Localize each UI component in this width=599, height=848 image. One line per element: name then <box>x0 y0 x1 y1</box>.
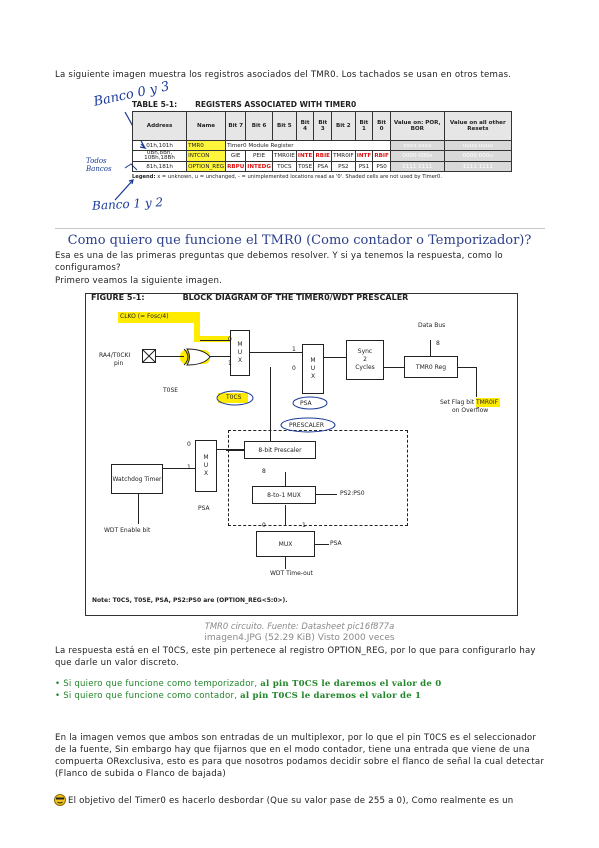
clko-label: CLKO (= Fosc/4) <box>120 313 169 320</box>
watchdog-timer: Watchdog Timer <box>111 464 163 494</box>
xor-gate <box>183 348 211 366</box>
prescaler-boundary <box>228 430 408 526</box>
figure-title: FIGURE 5-1:BLOCK DIAGRAM OF THE TIMER0/W… <box>91 293 409 302</box>
wire <box>204 449 270 450</box>
highlight-t0cs <box>218 393 248 403</box>
wdt-enable-label: WDT Enable bit <box>104 527 151 534</box>
mux-input-1: 1 <box>228 360 232 367</box>
paragraph-line: que darle un valor discreto. <box>55 658 179 668</box>
bus-width-label: 8 <box>436 340 440 347</box>
mux-t0cs: M U X <box>230 330 250 376</box>
data-bus-label: Data Bus <box>418 322 446 329</box>
paragraph-line: compuerta ORexclusiva, esto es para que … <box>55 757 545 767</box>
paragraph-line: configuramos? <box>55 263 121 273</box>
mux-input-1: 1 <box>292 346 296 353</box>
bullet-temporizador: • Si quiero que funcione como temporizad… <box>55 679 442 689</box>
paragraph-line: Esa es una de las primeras preguntas que… <box>55 251 503 261</box>
mux-input-1: 1 <box>302 522 306 529</box>
wire <box>270 367 271 449</box>
psa-label: PSA <box>330 540 342 547</box>
wire <box>285 557 286 569</box>
mux-psa: M U X <box>302 344 324 394</box>
figure-note: Note: T0CS, T0SE, PSA, PS2:PS0 are (OPTI… <box>92 597 288 604</box>
highlight-path <box>194 336 234 342</box>
sync-block: Sync 2 Cycles <box>346 340 384 380</box>
psa-label: PSA <box>300 400 312 407</box>
table-legend: Legend: x = unknown, u = unchanged, - = … <box>132 174 442 180</box>
wire <box>285 505 286 525</box>
wire <box>324 357 346 358</box>
t0se-label: T0SE <box>163 387 179 394</box>
mux-input-0: 0 <box>187 441 191 448</box>
mux-input-1: 1 <box>187 464 191 471</box>
t0cs-circle <box>216 390 254 406</box>
prescaler-circle <box>280 417 336 433</box>
psa-label: PSA <box>198 505 210 512</box>
wire <box>210 356 230 357</box>
wire <box>315 494 337 495</box>
wire <box>138 494 139 524</box>
mux-wdt: MUX <box>256 531 315 557</box>
paragraph-line: En la imagen vemos que ambos son entrada… <box>55 733 537 743</box>
intro-text: La siguiente imagen muestra los registro… <box>55 70 512 80</box>
t0cs-label: T0CS <box>226 394 242 401</box>
wire <box>384 367 404 368</box>
paragraph-line: de la fuente, Sin embargo hay que fijarn… <box>55 745 530 755</box>
table-title: TABLE 5-1:REGISTERS ASSOCIATED WITH TIME… <box>132 100 357 109</box>
psa-circle <box>292 396 328 410</box>
set-flag-label: Set Flag bit TMR0IF <box>440 399 499 406</box>
wire <box>200 340 230 341</box>
prescaler-label: PRESCALER <box>287 422 326 429</box>
smiley-icon <box>54 794 66 806</box>
ra4-label: RA4/T0CKI <box>99 352 131 359</box>
wire <box>476 367 477 397</box>
bullet-contador: • Si quiero que funcione como contador, … <box>55 691 422 701</box>
table-row: 81h,181h OPTION_REG RBPU INTEDG T0CS T0S… <box>131 161 513 172</box>
figure-caption: TMR0 circuito. Fuente: Datasheet pic16f8… <box>204 621 395 631</box>
wire <box>250 352 302 353</box>
wire <box>458 367 476 368</box>
overflow-label: on Overflow <box>452 407 489 414</box>
wire <box>285 472 286 486</box>
wire <box>315 544 329 545</box>
wire <box>430 340 431 358</box>
section-heading: Como quiero que funcione el TMR0 (Como c… <box>67 233 532 248</box>
timer0-block-diagram <box>85 293 518 616</box>
mux-prescaler-assign: M U X <box>195 440 217 492</box>
ps-label: PS2:PS0 <box>340 490 365 497</box>
paragraph-line: El objetivo del Timer0 es hacerlo desbor… <box>68 796 514 806</box>
paragraph-line: La respuesta está en el T0CS, este pin p… <box>55 646 536 656</box>
wdt-timeout-label: WDT Time-out <box>270 570 313 577</box>
mux-input-0: 0 <box>228 336 232 343</box>
registers-table: TABLE 5-1:REGISTERS ASSOCIATED WITH TIME… <box>131 100 513 180</box>
image-info: imagen4.JPG (52.29 KiB) Visto 2000 veces <box>204 633 395 643</box>
highlight-tmr0if <box>476 398 500 407</box>
table-row: 0Bh,8Bh, 10Bh,18Bh INTCON GIE PEIE TMR0I… <box>131 150 513 162</box>
wire <box>156 356 184 357</box>
paragraph-line: (Flanco de subida o Flanco de bajada) <box>55 769 226 779</box>
pin-label: pin <box>114 360 124 367</box>
highlight-path <box>194 318 200 342</box>
prescaler-8bit: 8-bit Prescaler <box>244 441 316 459</box>
wire <box>163 468 195 469</box>
highlight-clko <box>118 312 200 323</box>
tmr0-reg: TMR0 Reg <box>404 356 458 378</box>
mux-input-0: 0 <box>292 365 296 372</box>
mux-input-0: 0 <box>262 522 266 529</box>
pin-symbol <box>142 349 156 363</box>
table-row: 01h,101h TMR0 Timer0 Module Register xxx… <box>131 140 513 151</box>
paragraph-line: Primero veamos la siguiente imagen. <box>55 276 223 286</box>
prescaler-width: 8 <box>262 468 266 475</box>
mux-8to1: 8-to-1 MUX <box>252 486 316 504</box>
wire <box>226 450 250 451</box>
handwritten-note-todos-bancos: Todos Bancos <box>86 157 112 173</box>
section-divider <box>55 228 545 229</box>
